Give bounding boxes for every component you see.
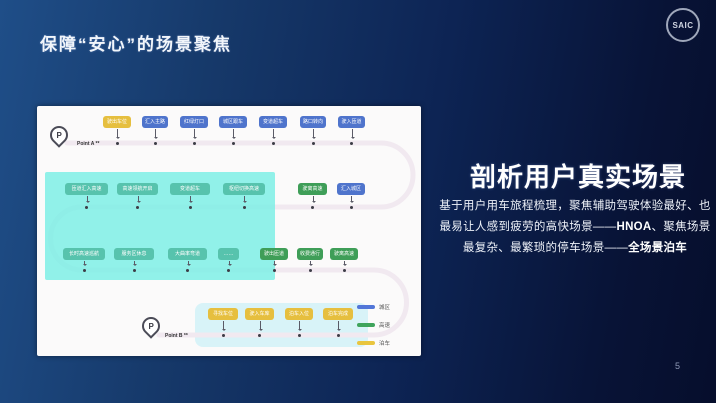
section-heading: 剖析用户真实场景 bbox=[469, 162, 686, 192]
legend-label: 高速 bbox=[379, 323, 391, 329]
path-dot bbox=[258, 333, 261, 337]
legend-label: 城区 bbox=[379, 305, 391, 311]
journey-step-box: 大曲率弯道 bbox=[168, 248, 207, 260]
journey-step-box: 驶入匝道 bbox=[338, 116, 365, 128]
path-dot bbox=[82, 268, 86, 272]
step-connector-arrow bbox=[136, 196, 141, 203]
path-dot bbox=[272, 268, 276, 272]
step-connector-arrow bbox=[350, 129, 355, 139]
path-dot bbox=[311, 205, 314, 209]
journey-step-box: 泊车完成 bbox=[323, 308, 353, 320]
step-connector-arrow bbox=[272, 129, 276, 139]
saic-logo: SAIC bbox=[666, 8, 700, 42]
body-line3-bold: 全场景泊车 bbox=[628, 242, 688, 254]
journey-step-box: 驶离高速 bbox=[298, 183, 327, 195]
body-line2-pre: 最易让人感到疲劳的高快场景—— bbox=[439, 221, 617, 233]
step-connector-arrow bbox=[273, 261, 277, 266]
step-connector-arrow bbox=[298, 321, 302, 331]
step-connector-arrow bbox=[193, 129, 197, 139]
journey-step-box: 高速领航开启 bbox=[117, 183, 158, 195]
path-dot bbox=[297, 333, 301, 337]
logo-text: SAIC bbox=[672, 20, 694, 30]
legend-label: 泊车 bbox=[379, 341, 391, 347]
journey-step-box: 红绿灯口 bbox=[180, 116, 208, 128]
step-connector-arrow bbox=[232, 129, 236, 139]
step-connector-arrow bbox=[312, 129, 316, 139]
body-line1: 基于用户用车旅程梳理，聚焦辅助驾驶体验最好、也 bbox=[439, 200, 711, 212]
step-connector-arrow bbox=[350, 196, 354, 203]
page-title: 保障“安心”的场景聚焦 bbox=[40, 35, 232, 54]
legend-item: 城区 bbox=[357, 298, 413, 316]
step-connector-arrow bbox=[222, 321, 226, 331]
journey-step-box: 长时高速巡航 bbox=[63, 248, 105, 260]
legend-item: 高速 bbox=[357, 316, 413, 334]
body-line3-pre: 最复杂、最繁琐的停车场景—— bbox=[462, 242, 629, 254]
body-line2-bold: HNOA bbox=[616, 221, 652, 233]
step-connector-arrow bbox=[227, 261, 232, 266]
step-connector-arrow bbox=[258, 321, 263, 331]
path-dot bbox=[132, 268, 136, 272]
path-dot bbox=[192, 141, 196, 145]
journey-step-box: 汇入城区 bbox=[337, 183, 365, 195]
path-dot bbox=[350, 141, 353, 145]
journey-step-box: 服务区休息 bbox=[114, 248, 154, 260]
step-connector-arrow bbox=[311, 196, 316, 203]
path-dot bbox=[308, 268, 312, 272]
journey-step-box: 驶入车库 bbox=[245, 308, 274, 320]
journey-step-box: 泊车入位 bbox=[285, 308, 313, 320]
journey-step-box: 汇入主路 bbox=[142, 116, 168, 128]
legend-swatch bbox=[357, 341, 375, 345]
point-b-label: Point B ** bbox=[165, 333, 188, 339]
step-connector-arrow bbox=[116, 129, 120, 139]
step-connector-arrow bbox=[189, 196, 193, 203]
path-dot bbox=[311, 141, 315, 145]
path-dot bbox=[242, 205, 246, 209]
journey-step-box: 驶离高速 bbox=[330, 248, 358, 260]
path-dot bbox=[336, 333, 340, 337]
path-dot bbox=[136, 205, 139, 209]
journey-map-panel: P Point A ** P Point B ** 驶出车位汇入主路红绿灯口城区… bbox=[37, 106, 421, 356]
step-connector-arrow bbox=[309, 261, 313, 266]
journey-step-box: 变道超车 bbox=[170, 183, 210, 195]
step-connector-arrow bbox=[83, 261, 87, 266]
journey-step-box: 驶出匝道 bbox=[260, 248, 288, 260]
journey-step-box: …… bbox=[218, 248, 239, 260]
path-dot bbox=[349, 205, 353, 209]
path-dot bbox=[115, 141, 119, 145]
journey-step-box: 变道超车 bbox=[259, 116, 287, 128]
journey-step-box: 寻找车位 bbox=[208, 308, 238, 320]
path-dot bbox=[342, 268, 346, 272]
legend-swatch bbox=[357, 323, 375, 327]
path-dot bbox=[153, 141, 157, 145]
legend-item: 泊车 bbox=[357, 334, 413, 352]
path-dot bbox=[231, 141, 235, 145]
path-dot bbox=[85, 205, 88, 209]
legend: 城区高速泊车 bbox=[357, 298, 413, 352]
journey-step-box: 驶出车位 bbox=[103, 116, 131, 128]
step-connector-arrow bbox=[186, 261, 191, 266]
step-connector-arrow bbox=[154, 129, 158, 139]
path-dot bbox=[271, 141, 275, 145]
step-connector-arrow bbox=[243, 196, 247, 203]
path-dot bbox=[188, 205, 192, 209]
step-connector-arrow bbox=[343, 261, 347, 266]
step-connector-arrow bbox=[85, 196, 90, 203]
point-a-label: Point A ** bbox=[77, 141, 100, 147]
logo-circle-icon: SAIC bbox=[666, 8, 700, 42]
journey-step-box: 路口转向 bbox=[300, 116, 326, 128]
path-dot bbox=[221, 333, 225, 337]
path-dot bbox=[186, 268, 189, 272]
legend-swatch bbox=[357, 305, 375, 309]
journey-step-box: 匝道汇入高速 bbox=[65, 183, 108, 195]
journey-step-box: 枢纽切换高速 bbox=[223, 183, 265, 195]
step-connector-arrow bbox=[337, 321, 341, 331]
page-number: 5 bbox=[675, 361, 681, 371]
journey-step-box: 收费通行 bbox=[297, 248, 323, 260]
step-connector-arrow bbox=[133, 261, 137, 266]
journey-step-box: 城区跟车 bbox=[219, 116, 247, 128]
section-body-text: 基于用户用车旅程梳理，聚焦辅助驾驶体验最好、也最易让人感到疲劳的高快场景——HN… bbox=[434, 196, 716, 259]
path-dot bbox=[227, 268, 230, 272]
body-line2-post: 、聚焦场景 bbox=[651, 221, 711, 233]
